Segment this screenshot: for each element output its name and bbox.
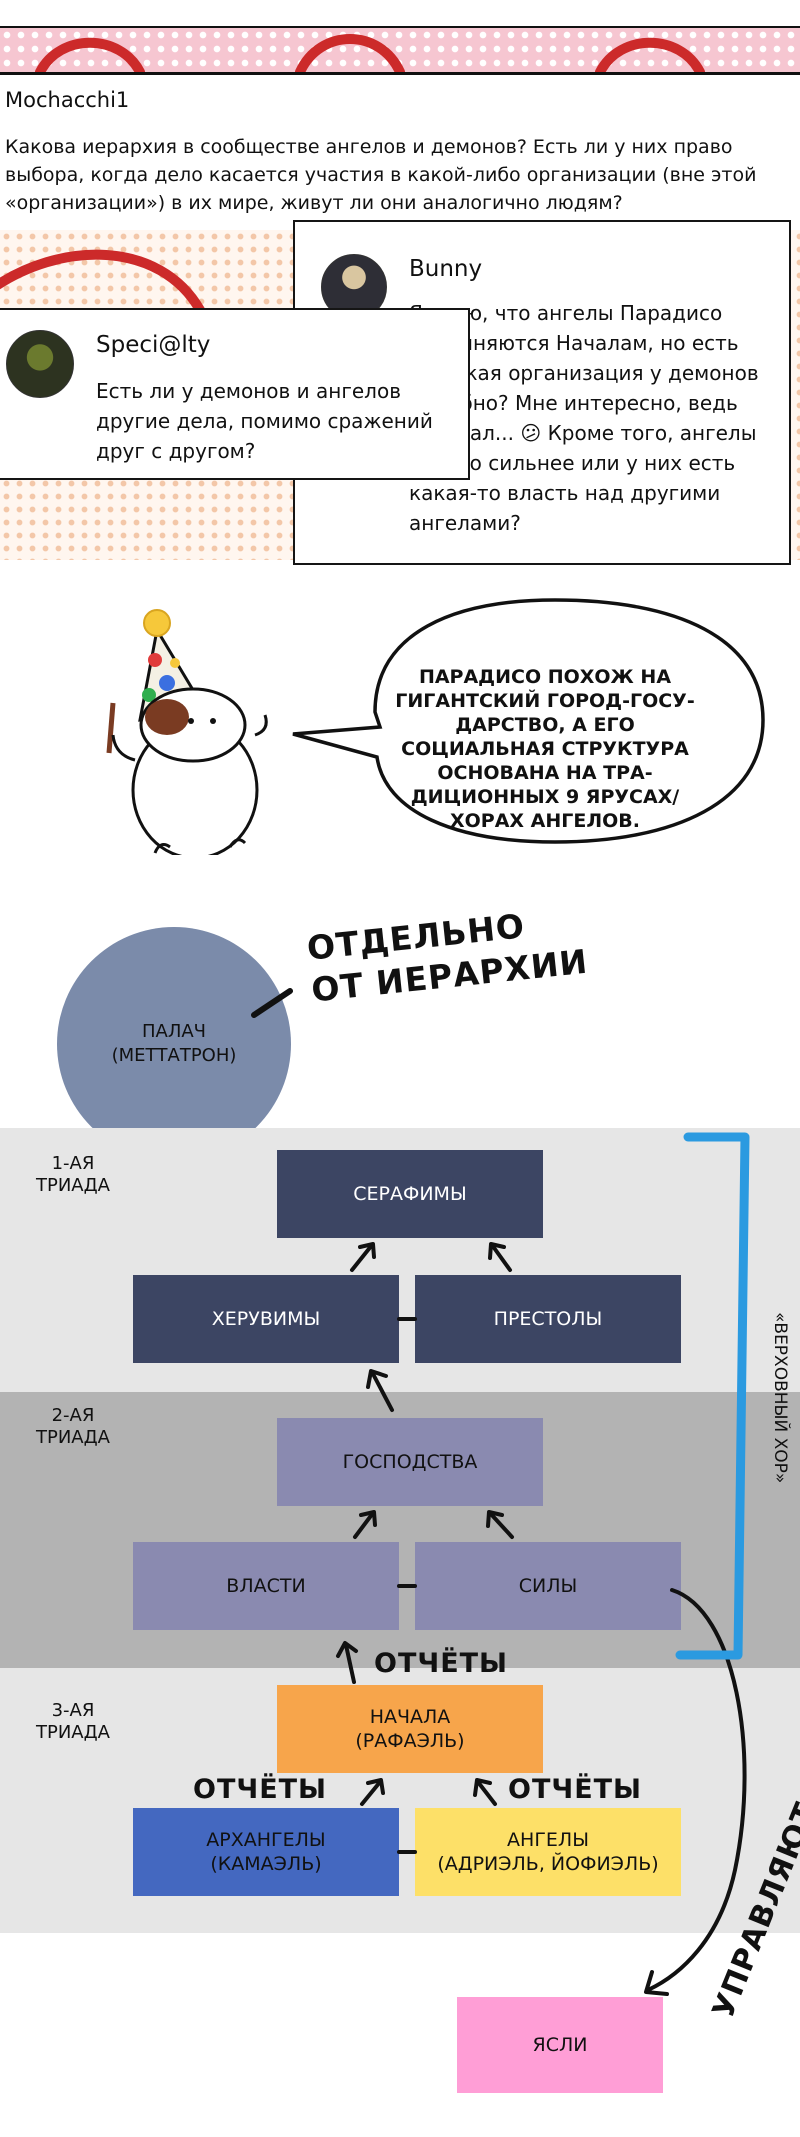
comment-specialty-user: Speci@lty <box>96 332 211 358</box>
reports-label-top: ОТЧЁТЫ <box>374 1648 509 1679</box>
note-stroke <box>251 988 293 1018</box>
triad-label-1: 1-АЯ ТРИАДА <box>35 1153 110 1196</box>
comment-card-specialty: Speci@lty Есть ли у демонов и ангелов др… <box>0 308 470 480</box>
box-archangels: АРХАНГЕЛЫ (КАМАЭЛЬ) <box>133 1808 399 1896</box>
box-cherubim: ХЕРУВИМЫ <box>133 1275 399 1363</box>
comment-top-text: Какова иерархия в сообществе ангелов и д… <box>5 136 757 214</box>
box-dominions: ГОСПОДСТВА <box>277 1418 543 1506</box>
triad-label-3: 3-АЯ ТРИАДА <box>35 1700 110 1743</box>
reports-label-right: ОТЧЁТЫ <box>508 1774 643 1805</box>
box-seraphim: СЕРАФИМЫ <box>277 1150 543 1238</box>
box-principalities: НАЧАЛА (РАФАЭЛЬ) <box>277 1685 543 1773</box>
box-powers: ВЛАСТИ <box>133 1542 399 1630</box>
speech-bubble <box>292 598 765 844</box>
supreme-choir-label: «ВЕРХОВНЫЙ ХОР» <box>770 1312 790 1484</box>
box-thrones: ПРЕСТОЛЫ <box>415 1275 681 1363</box>
executioner-circle: ПАЛАЧ (МЕТТАТРОН) <box>57 927 291 1161</box>
box-virtues: СИЛЫ <box>415 1542 681 1630</box>
comment-specialty-text: Есть ли у демонов и ангелов другие дела,… <box>96 379 433 463</box>
box-nursery: ЯСЛИ <box>457 1997 663 2093</box>
avatar <box>6 330 74 398</box>
speech-bubble-text: ПАРАДИСО ПОХОЖ НА ГИГАНТСКИЙ ГОРОД-ГОСУ-… <box>395 666 695 832</box>
comment-bunny-user: Bunny <box>409 256 483 282</box>
box-angels: АНГЕЛЫ (АДРИЭЛЬ, ЙОФИЭЛЬ) <box>415 1808 681 1896</box>
separate-note: ОТДЕЛЬНО ОТ ИЕРАРХИИ <box>305 906 590 1010</box>
comment-top-user: Mochacchi1 <box>5 88 130 112</box>
mascot-illustration <box>106 609 268 855</box>
banner-pattern <box>0 28 800 75</box>
triad-label-2: 2-АЯ ТРИАДА <box>35 1405 110 1448</box>
top-border <box>0 0 800 29</box>
reports-label-left: ОТЧЁТЫ <box>193 1774 328 1805</box>
